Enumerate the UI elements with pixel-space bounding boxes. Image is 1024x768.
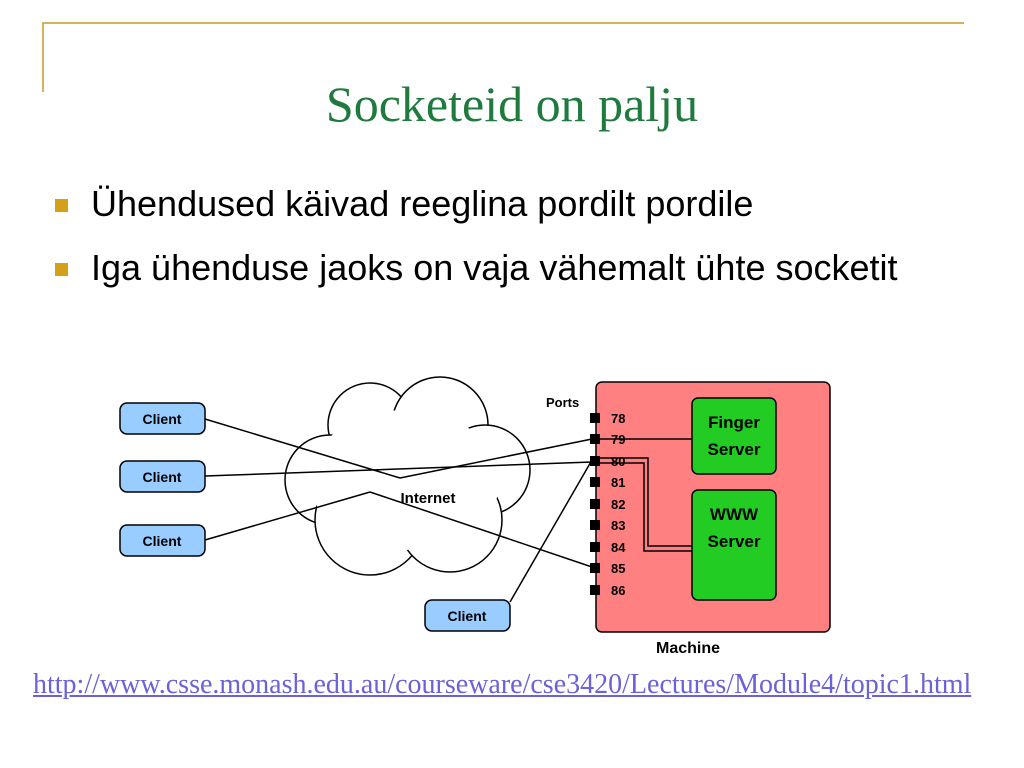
bullet-item: Ühendused käivad reeglina pordilt pordil… xyxy=(55,178,955,230)
finger-server-label: Server xyxy=(708,440,761,459)
port-number: 79 xyxy=(611,432,625,447)
machine-label: Machine xyxy=(656,640,720,657)
client-label: Client xyxy=(143,411,182,427)
client-node: Client xyxy=(119,524,206,557)
client-node: Client xyxy=(119,402,206,435)
client-node: Client xyxy=(119,460,206,493)
www-server-label: Server xyxy=(708,532,761,551)
ports-label: Ports xyxy=(546,395,579,410)
bullet-text: Ühendused käivad reeglina pordilt pordil… xyxy=(91,183,754,224)
internet-label: Internet xyxy=(400,490,455,507)
finger-server-label: Finger xyxy=(708,413,760,432)
slide-title: Socketeid on palju xyxy=(325,76,699,132)
square-bullet-icon xyxy=(55,199,68,212)
client-label: Client xyxy=(448,608,487,624)
connection-line xyxy=(369,491,593,568)
port-number: 83 xyxy=(611,518,625,533)
www-server-box xyxy=(691,489,777,601)
connection-line xyxy=(204,461,593,477)
port-squares xyxy=(590,413,600,595)
port-number: 82 xyxy=(611,497,625,512)
port-number: 78 xyxy=(611,411,625,426)
connection-line xyxy=(509,459,593,603)
www-server-label: WWW xyxy=(710,505,759,524)
client-label: Client xyxy=(143,533,182,549)
port-number: 80 xyxy=(611,454,625,469)
port-number: 85 xyxy=(611,561,625,576)
square-bullet-icon xyxy=(55,263,68,276)
frame-top-line xyxy=(42,22,964,24)
bullet-list: Ühendused käivad reeglina pordilt pordil… xyxy=(55,178,955,306)
port-number: 81 xyxy=(611,475,625,490)
port-number: 84 xyxy=(611,540,626,555)
connection-line xyxy=(399,438,593,479)
frame-left-line xyxy=(42,22,44,92)
internet-cloud xyxy=(284,376,531,576)
source-link[interactable]: http://www.csse.monash.edu.au/courseware… xyxy=(33,669,972,700)
bullet-text: Iga ühenduse jaoks on vaja vähemalt ühte… xyxy=(91,247,898,288)
connection-line xyxy=(204,418,401,479)
port-number: 86 xyxy=(611,583,625,598)
bullet-item: Iga ühenduse jaoks on vaja vähemalt ühte… xyxy=(55,242,955,294)
port80-to-www-line xyxy=(600,457,692,547)
network-diagram: Internet Client Client Client Client Por… xyxy=(119,376,831,657)
client-node: Client xyxy=(424,599,511,632)
port80-to-www-line xyxy=(600,462,692,552)
client-label: Client xyxy=(143,469,182,485)
connection-line xyxy=(204,491,371,541)
finger-server-box xyxy=(691,397,777,475)
